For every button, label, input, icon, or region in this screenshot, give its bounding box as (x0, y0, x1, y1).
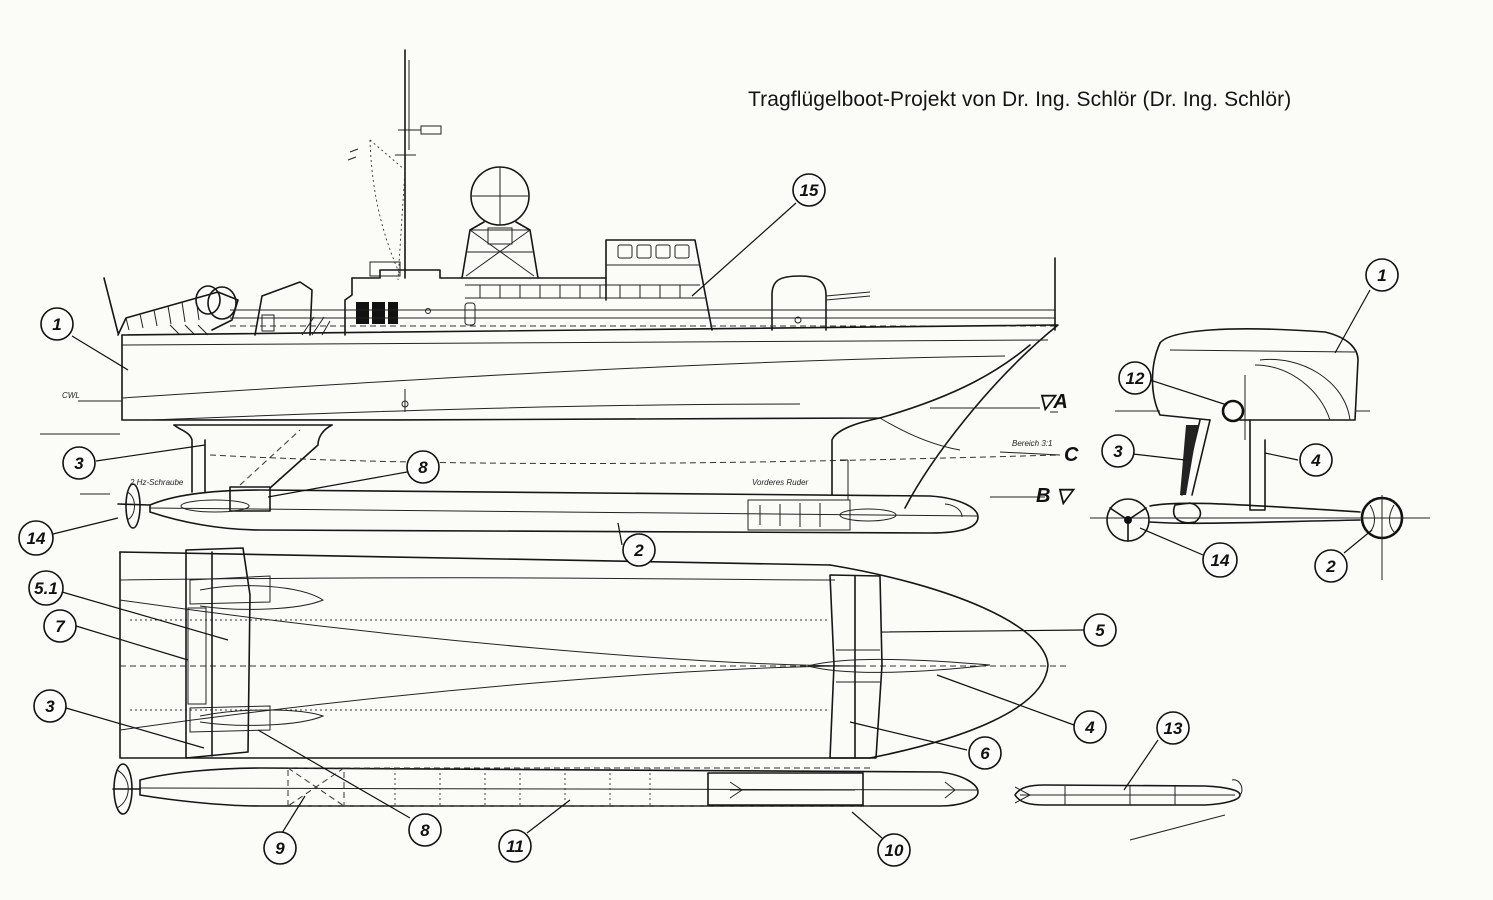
waterline-mark-b: B ▽ (1036, 485, 1076, 507)
callout-2-side: 2 (622, 533, 656, 567)
svg-text:4: 4 (1310, 451, 1321, 470)
svg-text:4: 4 (1084, 718, 1095, 737)
note-gap: Bereich 3:1 (1012, 439, 1052, 448)
svg-text:6: 6 (980, 744, 990, 763)
waterline-marks: ▽A B ▽ C (1036, 391, 1079, 507)
svg-text:7: 7 (55, 617, 66, 636)
svg-text:3: 3 (45, 697, 55, 716)
callout-3-side: 3 (62, 446, 96, 480)
waterlines (40, 407, 1061, 498)
svg-text:1: 1 (1377, 266, 1386, 285)
callout-5-plan: 5 (1083, 613, 1117, 647)
drawing-title: Tragflügelboot-Projekt von Dr. Ing. Schl… (748, 88, 1292, 111)
radar-dome (461, 166, 539, 279)
callout-4-front: 4 (1299, 443, 1333, 477)
waterline-mark-c: C (1064, 444, 1079, 466)
callout-2-front: 2 (1314, 549, 1348, 583)
svg-text:9: 9 (275, 839, 285, 858)
mast (347, 49, 442, 281)
svg-text:2: 2 (1325, 557, 1336, 576)
svg-text:13: 13 (1164, 719, 1183, 738)
callout-8-side: 8 (406, 450, 440, 484)
callout-3-plan: 3 (33, 689, 67, 723)
svg-text:14: 14 (1211, 551, 1230, 570)
float-nacelle-side (149, 486, 979, 534)
callout-10-plan: 10 (877, 833, 911, 867)
svg-text:12: 12 (1126, 369, 1145, 388)
callout-14-front: 14 (1202, 542, 1238, 578)
deckhouse (254, 281, 331, 336)
callout-9-plan: 9 (263, 831, 297, 865)
callout-4-plan: 4 (1073, 710, 1107, 744)
side-elevation (40, 49, 1061, 534)
note-prop: 2 Hz-Schraube (129, 478, 184, 487)
missile-launchers (103, 277, 239, 336)
callout-6-plan: 6 (968, 736, 1002, 770)
callout-15-side: 15 (792, 173, 826, 207)
svg-text:3: 3 (1113, 442, 1123, 461)
callout-8-plan: 8 (408, 813, 442, 847)
front-view (1090, 328, 1430, 580)
svg-text:15: 15 (800, 181, 819, 200)
svg-text:1: 1 (52, 315, 61, 334)
note-wl: CWL (62, 391, 80, 400)
callout-7-plan: 7 (43, 609, 77, 643)
hull-side (78, 324, 1059, 509)
leader-lines (52, 202, 1373, 839)
small-notes: CWL 2 Hz-Schraube Vorderes Ruder Bereich… (62, 391, 1052, 487)
deck-rail (230, 257, 1056, 331)
callout-5-1-plan: 5.1 (28, 570, 64, 606)
svg-text:3: 3 (74, 454, 84, 473)
callout-13-plan: 13 (1156, 711, 1190, 745)
svg-text:10: 10 (885, 841, 904, 860)
waterline-mark-a: ▽A (1038, 391, 1068, 413)
callout-14-side: 14 (18, 520, 54, 556)
svg-text:8: 8 (420, 821, 430, 840)
plan-view (112, 547, 1243, 841)
callout-3-front: 3 (1101, 434, 1135, 468)
svg-text:2: 2 (633, 541, 644, 560)
callout-1-side: 1 (40, 307, 74, 341)
propeller-side (117, 483, 151, 529)
callout-11-plan: 11 (498, 829, 532, 863)
note-rudder: Vorderes Ruder (752, 478, 809, 487)
svg-text:5: 5 (1095, 621, 1105, 640)
svg-text:5.1: 5.1 (34, 579, 58, 598)
foil-struts-side (173, 417, 881, 500)
svg-text:14: 14 (27, 529, 46, 548)
svg-text:11: 11 (506, 837, 524, 856)
callout-1-front: 1 (1365, 258, 1399, 292)
callout-12-front: 12 (1118, 361, 1152, 395)
gun-turret (771, 275, 871, 331)
svg-text:8: 8 (418, 458, 428, 477)
